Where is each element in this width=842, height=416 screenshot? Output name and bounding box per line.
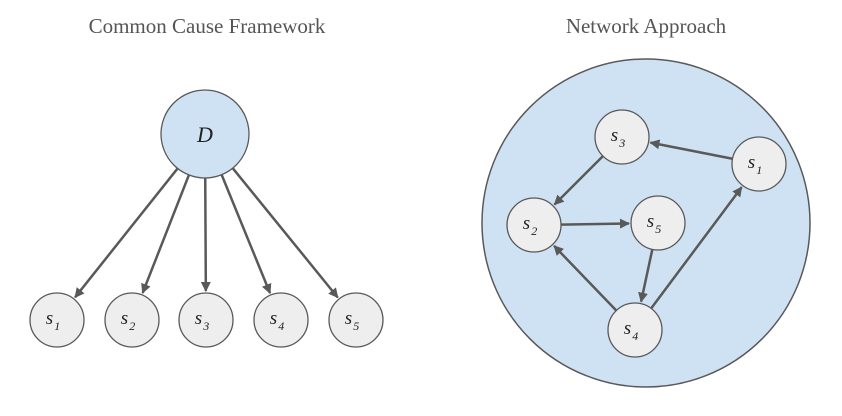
network-node-circle	[731, 136, 787, 192]
network-node-s5: s5	[630, 195, 686, 251]
network-approach-title: Network Approach	[565, 14, 727, 38]
symptom-node-s3: s3	[178, 292, 234, 348]
symptom-node-circle	[328, 292, 384, 348]
network-edge-s4-s1	[650, 186, 743, 310]
network-node-label: s3	[611, 125, 625, 150]
network-node-label: s4	[624, 318, 638, 343]
network-edge-s5-s4	[638, 249, 654, 303]
network-edge-s1-s3	[649, 139, 733, 161]
symptom-node-s2: s2	[104, 292, 160, 348]
symptom-node-s4: s4	[253, 292, 309, 348]
network-node-s4: s4	[607, 302, 663, 358]
symptom-node-circle	[253, 292, 309, 348]
cause-node-D: D	[160, 89, 250, 179]
symptom-node-circle	[178, 292, 234, 348]
network-edge-s4-s2	[553, 245, 618, 312]
network-node-label: s1	[748, 152, 762, 177]
symptom-node-circle	[104, 292, 160, 348]
cause-edge-D-s1	[74, 167, 179, 299]
symptom-node-label: s1	[46, 308, 60, 333]
cause-edge-D-s3	[200, 177, 211, 293]
symptom-node-label: s3	[195, 308, 209, 333]
network-node-s3: s3	[594, 109, 650, 165]
cause-node-circle	[160, 89, 250, 179]
network-node-circle	[594, 109, 650, 165]
network-node-circle	[506, 197, 562, 253]
cause-edge-D-s4	[220, 174, 272, 295]
symptom-node-s5: s5	[328, 292, 384, 348]
symptom-node-label: s2	[121, 308, 135, 333]
symptom-node-label: s5	[345, 308, 359, 333]
symptom-node-circle	[29, 292, 85, 348]
cause-edge-D-s2	[141, 174, 191, 294]
cause-node-label: D	[196, 122, 213, 147]
network-node-s1: s1	[731, 136, 787, 192]
symptom-node-s1: s1	[29, 292, 85, 348]
network-node-circle	[630, 195, 686, 251]
network-node-s2: s2	[506, 197, 562, 253]
cause-edge-D-s5	[231, 167, 339, 299]
symptom-node-label: s4	[270, 308, 284, 333]
network-node-label: s5	[647, 211, 661, 236]
network-node-label: s2	[523, 213, 537, 238]
network-node-circle	[607, 302, 663, 358]
network-edge-s2-s5	[560, 218, 631, 229]
common-cause-title: Common Cause Framework	[88, 14, 326, 38]
network-edge-s3-s2	[553, 155, 604, 206]
